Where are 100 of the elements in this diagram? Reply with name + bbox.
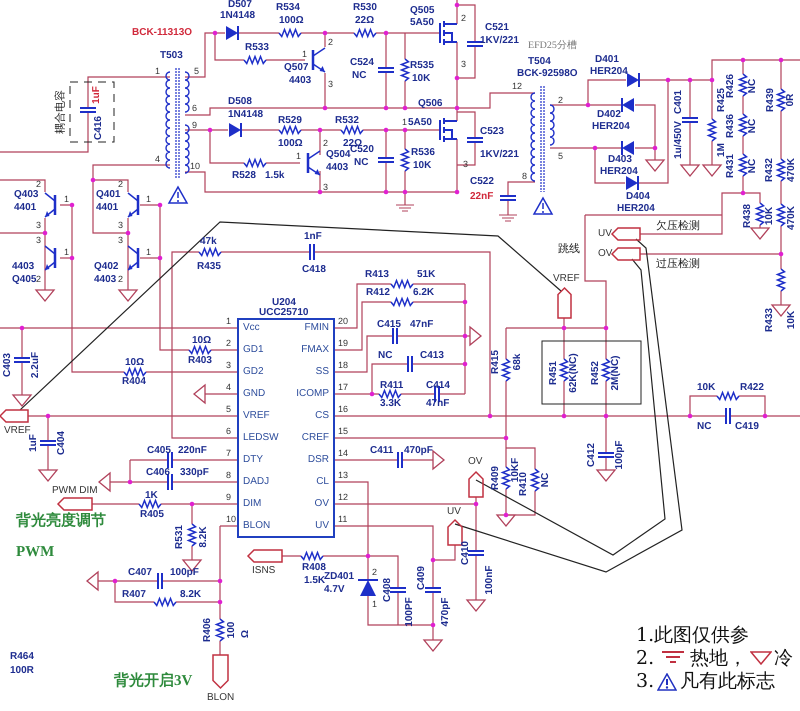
component-label: 100PF — [405, 597, 415, 627]
signal-name: UV — [447, 507, 461, 517]
component-label: R426 — [726, 74, 736, 98]
component-label: 1K — [145, 491, 158, 501]
component-label: R407 — [122, 590, 146, 600]
pin-number: 5 — [194, 67, 200, 76]
component-label: Q401 — [96, 190, 120, 200]
component-label: 22nF — [470, 192, 494, 202]
component-label: Ω — [241, 630, 251, 638]
signal-name: ISNS — [252, 566, 276, 576]
component-label: Q403 — [14, 190, 38, 200]
component-label: T504 — [528, 57, 551, 67]
note-text: 2. — [636, 649, 654, 668]
component-label: HER204 — [600, 167, 638, 177]
pin-number: 1 — [155, 67, 160, 76]
component-label: R530 — [353, 3, 377, 13]
pin-name: SS — [316, 367, 329, 377]
component-label: C405 — [147, 446, 171, 456]
component-label: 100Ω — [279, 16, 304, 26]
pin-number: 18 — [338, 361, 348, 370]
pin-name: DSR — [308, 455, 329, 465]
component-label: HER204 — [590, 67, 628, 77]
component-label: R433 — [765, 308, 775, 332]
component-label: 4403 — [12, 262, 34, 272]
component-label: 100R — [10, 666, 34, 676]
pin-number: 2 — [118, 275, 124, 284]
pin-number: 12 — [512, 82, 522, 91]
pin-number: 4 — [226, 383, 232, 392]
component-label: 4403 — [94, 275, 116, 285]
component-label: C523 — [480, 127, 504, 137]
signal-name: VREF — [553, 274, 580, 284]
component-label: R436 — [726, 114, 736, 138]
pin-number: 14 — [338, 449, 348, 458]
pin-number: 3 — [226, 361, 232, 370]
pin-number: 2 — [226, 339, 232, 348]
component-label: 1.5K — [304, 576, 326, 586]
component-label: R535 — [410, 61, 434, 71]
pin-number: 3 — [36, 221, 42, 230]
component-label: D403 — [608, 155, 632, 165]
component-label: Q504 — [326, 150, 350, 160]
component-label: R403 — [188, 356, 212, 366]
pin-number: 1 — [64, 248, 70, 257]
component-label: C401 — [674, 90, 684, 114]
component-label: 470K — [787, 158, 797, 182]
pin-number: 17 — [338, 383, 348, 392]
component-label: D401 — [595, 55, 619, 65]
component-label: 5A50 — [410, 18, 434, 28]
annotation-text: 跳线 — [558, 243, 580, 254]
component-label: 330pF — [180, 468, 209, 478]
component-label: C406 — [146, 468, 170, 478]
component-label: C521 — [485, 23, 509, 33]
component-label: 62K(NC) — [569, 353, 579, 393]
component-label: R432 — [765, 158, 775, 182]
component-label: R534 — [276, 3, 300, 13]
signal-name: OV — [598, 249, 612, 259]
component-label: 47nF — [410, 320, 434, 330]
component-label: R404 — [122, 377, 146, 387]
component-label: C409 — [417, 566, 427, 590]
signal-name: UV — [598, 229, 612, 239]
component-label: NC — [748, 158, 758, 174]
pin-number: 3 — [36, 236, 42, 245]
pin-number: 9 — [226, 493, 232, 502]
component-label: C414 — [426, 381, 450, 391]
signal-name: OV — [468, 457, 482, 467]
component-label: 3.3K — [380, 399, 402, 409]
pin-name: FMAX — [301, 345, 329, 355]
component-label: R412 — [366, 288, 390, 298]
component-label: C418 — [302, 265, 326, 275]
component-label: R464 — [10, 652, 34, 662]
pin-number: 5 — [226, 405, 232, 414]
pin-number: 15 — [338, 427, 348, 436]
component-label: 470K — [787, 206, 797, 230]
component-label: 220nF — [178, 446, 207, 456]
component-label: R435 — [197, 262, 221, 272]
chip-label: UCC25710 — [259, 308, 308, 318]
note-text: 凡有此标志 — [680, 672, 775, 691]
component-label: T503 — [160, 51, 183, 61]
pin-number: 10 — [190, 162, 200, 171]
pin-number: 1 — [402, 118, 408, 127]
component-label: NC — [378, 351, 392, 361]
pin-number: 2 — [323, 139, 328, 148]
component-label: C419 — [735, 422, 759, 432]
component-label: R533 — [245, 43, 269, 53]
component-label: R451 — [549, 361, 559, 385]
pin-number: 13 — [338, 471, 348, 480]
component-label: NC — [748, 78, 758, 94]
component-label: Q405 — [12, 275, 36, 285]
pin-name: CL — [316, 477, 329, 487]
component-label: R531 — [175, 525, 185, 549]
component-label: 51K — [417, 270, 436, 280]
component-label: D404 — [626, 192, 650, 202]
component-label: NC — [541, 472, 551, 488]
pin-number: 4 — [155, 155, 160, 164]
annotation-text: 背光开启3V — [114, 674, 192, 689]
component-label: R536 — [411, 148, 435, 158]
pin-name: CREF — [302, 433, 329, 443]
component-label: 10Ω — [125, 358, 144, 368]
component-label: R410 — [519, 472, 529, 496]
chip-label: U204 — [272, 298, 296, 308]
pin-name: Vcc — [243, 323, 260, 333]
